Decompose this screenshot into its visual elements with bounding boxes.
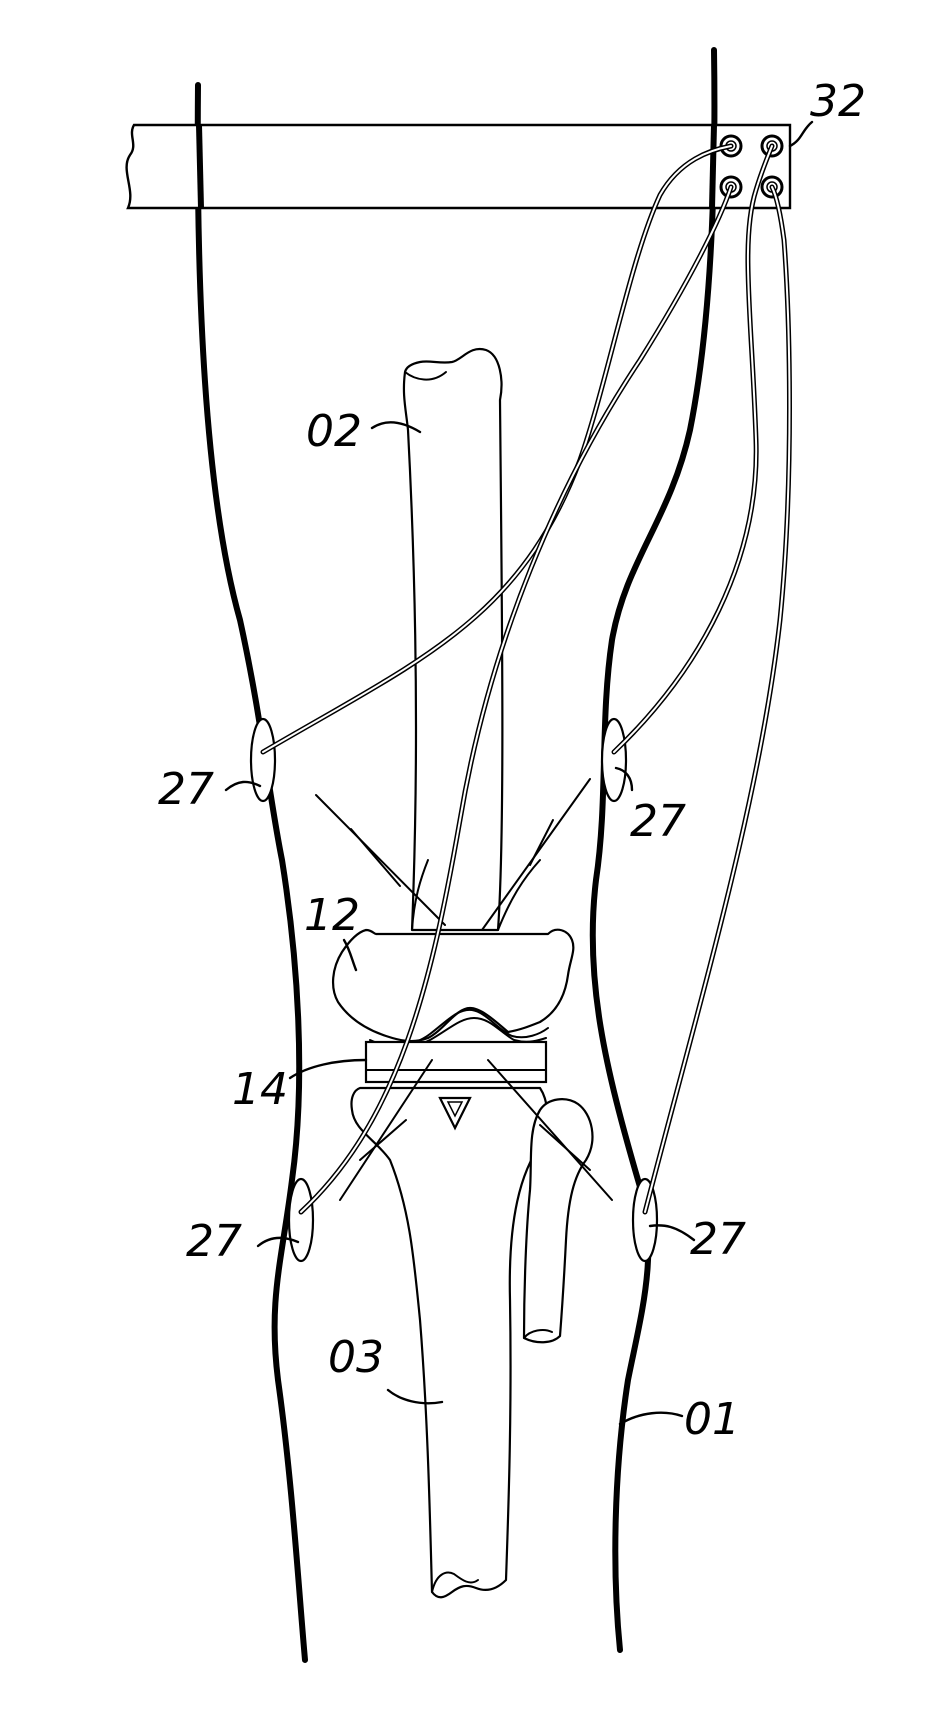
fibula-tip (523, 1329, 553, 1339)
leader-27-upper-right (614, 766, 634, 792)
leg-right-over-strap (709, 124, 717, 209)
fibula-bone (522, 1098, 594, 1344)
sensor-pad-lower-left (287, 1177, 315, 1263)
lead-wire-upper-left (260, 143, 734, 755)
sensor-pad-upper-right (600, 717, 628, 803)
tibia-distal-end (431, 1571, 479, 1593)
sensor-pad-upper-left (249, 717, 277, 803)
femur-flare-right (497, 859, 541, 931)
sensor-pad-lower-right (631, 1177, 659, 1263)
field-line-lr-1 (487, 1059, 613, 1201)
tibia (350, 1086, 549, 1599)
label-12: 12 (304, 890, 360, 941)
label-14: 14 (232, 1064, 288, 1115)
leader-32 (788, 120, 814, 148)
sensor-field-lines (315, 778, 613, 1201)
leader-27-lower-right (648, 1224, 696, 1242)
tibia-plateau-and-shaft (350, 1086, 549, 1599)
leader-01 (618, 1411, 684, 1426)
field-line-ul-2 (350, 828, 401, 887)
connector-strap (125, 123, 792, 210)
femoral-component (332, 928, 575, 1047)
leader-12 (342, 938, 358, 972)
lead-wire-upper-right (611, 143, 775, 755)
lead-wires (260, 143, 792, 1215)
field-line-ur-2 (529, 819, 554, 866)
label-27-lower-right: 27 (690, 1214, 746, 1265)
fibula (522, 1098, 594, 1344)
leg-outline (194, 47, 718, 1663)
leader-27-lower-left (256, 1236, 300, 1248)
label-02: 02 (306, 406, 362, 457)
label-27-upper-right: 27 (630, 796, 686, 847)
field-line-ul-1 (315, 794, 446, 926)
leader-lines (224, 120, 814, 1426)
field-line-lr-2 (539, 1124, 591, 1171)
field-line-ll-2 (359, 1119, 407, 1161)
label-27-lower-left: 27 (186, 1216, 242, 1267)
femur (402, 347, 541, 932)
label-32: 32 (810, 76, 866, 127)
lead-wire-lower-right (642, 184, 792, 1215)
label-03: 03 (328, 1332, 384, 1383)
femur-shaft (402, 347, 504, 932)
leg-right-contour (589, 47, 718, 1653)
strap-body (125, 123, 792, 210)
label-01: 01 (684, 1394, 740, 1445)
tibial-keel-marker-inner (446, 1101, 464, 1118)
leader-14 (288, 1058, 368, 1080)
leader-27-upper-left (224, 780, 262, 792)
femur-flare-left (411, 859, 429, 931)
leg-left-over-strap (196, 124, 204, 209)
leg-left-contour (194, 82, 308, 1663)
label-27-upper-left: 27 (158, 764, 214, 815)
leader-03 (386, 1388, 444, 1405)
leader-02 (370, 421, 422, 434)
reference-numerals: 32 02 27 27 12 14 27 27 03 01 (158, 76, 866, 1445)
femoral-component-body (332, 928, 575, 1043)
femur-head-curve (404, 371, 447, 381)
lead-wire-lower-left (298, 184, 734, 1215)
field-line-ll-1 (339, 1059, 433, 1201)
sensor-pads (249, 717, 659, 1263)
